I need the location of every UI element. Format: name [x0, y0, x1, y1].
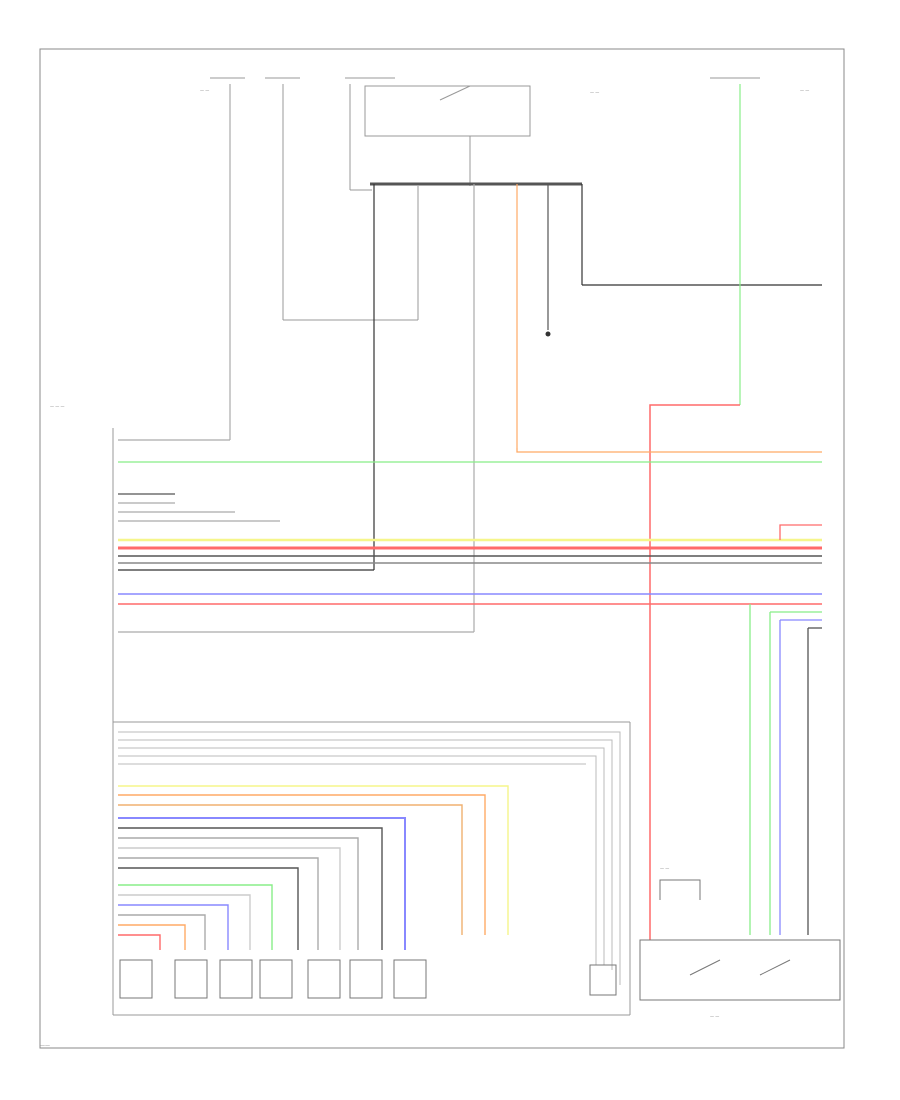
switch-assembly [639, 879, 841, 1001]
right-vertical-wires [749, 604, 822, 935]
svg-text:— — —: — — — [50, 404, 65, 409]
svg-text:— —: — — [800, 88, 809, 93]
sensor-connectors [119, 959, 617, 999]
page-label: —— [40, 1043, 50, 1049]
red-wire-down [649, 404, 740, 940]
small-labels: — — — — — — — — — — — — — [50, 88, 809, 1019]
colored-bundle [118, 785, 509, 950]
gray-bundle [118, 731, 621, 985]
page-frame [39, 48, 845, 1049]
svg-text:— —: — — [710, 1014, 719, 1019]
junction-drops [373, 184, 822, 632]
svg-text:— —: — — [660, 866, 669, 871]
fuse-area-left [210, 77, 760, 440]
svg-text:— —: — — [590, 90, 599, 95]
ecu-horizontal-wires [118, 439, 822, 633]
svg-text:— —: — — [200, 88, 209, 93]
ground-point-icon [545, 331, 551, 337]
